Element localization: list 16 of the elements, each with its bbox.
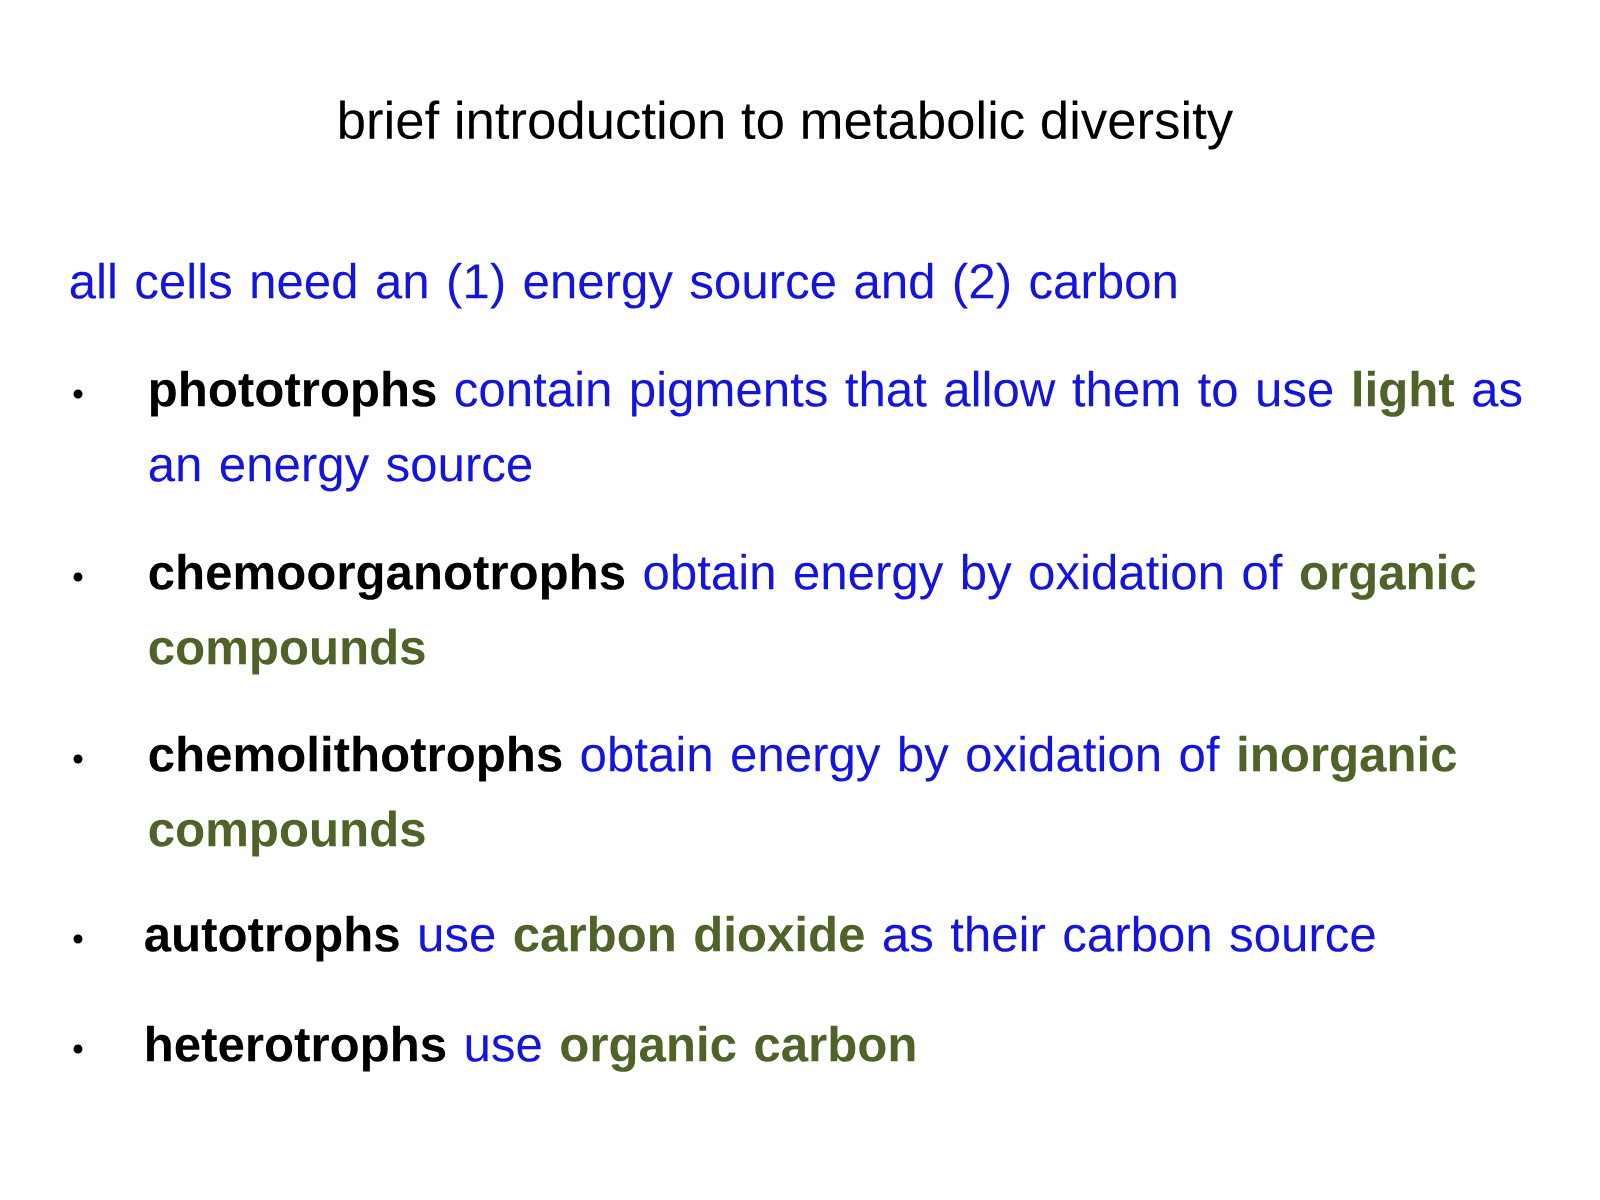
title: brief introduction to metabolic diversity (340, 100, 1234, 150)
term: chemoorganotrophs (149, 553, 625, 600)
description-text: obtain energy by oxidation of (644, 553, 1283, 600)
description-text: use (420, 924, 495, 952)
description-text: as their carbon source (883, 915, 1375, 952)
description-text: all cells need an (1) energy source and (2) carbon (70, 262, 1176, 309)
description-text: obtain energy by oxidation of (581, 735, 1220, 782)
keyword: carbon dioxide (514, 915, 864, 952)
term: phototrophs (150, 370, 436, 417)
keyword: organic carbon (561, 1025, 915, 1072)
term: heterotrophs (147, 1025, 446, 1072)
description-text: contain pigments that allow them to use (455, 370, 1333, 417)
term: autotrophs (145, 915, 399, 962)
term: chemolithotrophs (149, 735, 562, 782)
description-text: use (466, 1034, 541, 1062)
keyword: light (1354, 370, 1455, 417)
